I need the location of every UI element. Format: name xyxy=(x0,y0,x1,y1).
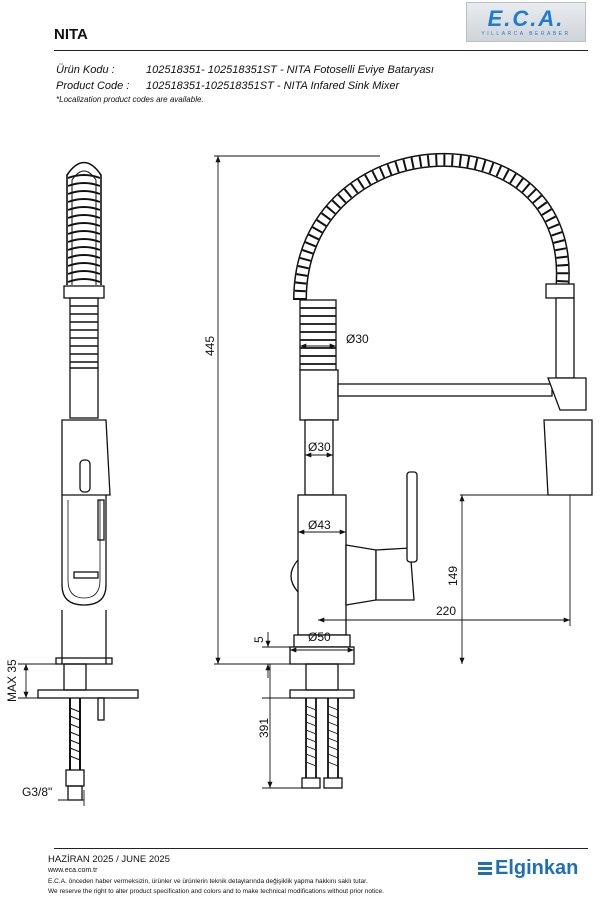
elginkan-logo-icon xyxy=(478,860,492,877)
product-code-tr-value: 102518351- 102518351ST - NITA Fotoselli … xyxy=(146,64,434,76)
dim-391-label: 391 xyxy=(257,718,271,738)
dim-dia30-body-label: Ø30 xyxy=(308,440,331,454)
side-logo-mark xyxy=(73,571,99,579)
dim-220-label: 220 xyxy=(436,604,456,618)
dim-dia43-label: Ø43 xyxy=(308,518,331,532)
page-title: NITA xyxy=(54,26,88,43)
product-code-tr-label: Ürün Kodu : xyxy=(56,64,115,76)
technical-drawing: 445 Ø30 Ø30 Ø43 Ø50 149 220 5 391 MAX 35… xyxy=(5,153,593,806)
eca-logo: E.C.A. YILLARCA BERABER xyxy=(466,2,586,42)
dim-149-label: 149 xyxy=(446,566,460,586)
localization-note: *Localization product codes are availabl… xyxy=(56,95,204,104)
dim-dia30-top-label: Ø30 xyxy=(346,332,369,346)
dim-dia50-label: Ø50 xyxy=(308,630,331,644)
side-spring-coils xyxy=(67,174,101,283)
elginkan-logo-text: Elginkan xyxy=(495,857,579,879)
side-dimensions xyxy=(18,663,85,806)
dim-445-label: 445 xyxy=(203,336,217,356)
footer-date: HAZİRAN 2025 / JUNE 2025 xyxy=(48,854,170,865)
footer-divider xyxy=(54,848,588,849)
dim-thread-label: G3/8" xyxy=(22,785,52,799)
product-code-en-value: 102518351-102518351ST - NITA Infared Sin… xyxy=(146,80,400,92)
footer-disclaimer-en: We reserve the right to alter product sp… xyxy=(48,888,384,895)
dim-5-label: 5 xyxy=(252,636,266,643)
footer-disclaimer-tr: E.C.A. önceden haber vermeksizin, ürünle… xyxy=(48,878,368,885)
header-divider xyxy=(54,50,588,51)
front-view xyxy=(289,153,593,789)
front-dimensions xyxy=(214,155,571,789)
eca-logo-text: E.C.A. xyxy=(487,6,565,31)
eca-logo-slogan: YILLARCA BERABER xyxy=(481,31,571,37)
side-view xyxy=(37,161,139,801)
footer-url: www.eca.com.tr xyxy=(48,867,98,874)
elginkan-logo: Elginkan xyxy=(478,857,578,880)
product-code-en-label: Product Code : xyxy=(56,80,130,92)
dim-max35-label: MAX 35 xyxy=(5,659,19,702)
